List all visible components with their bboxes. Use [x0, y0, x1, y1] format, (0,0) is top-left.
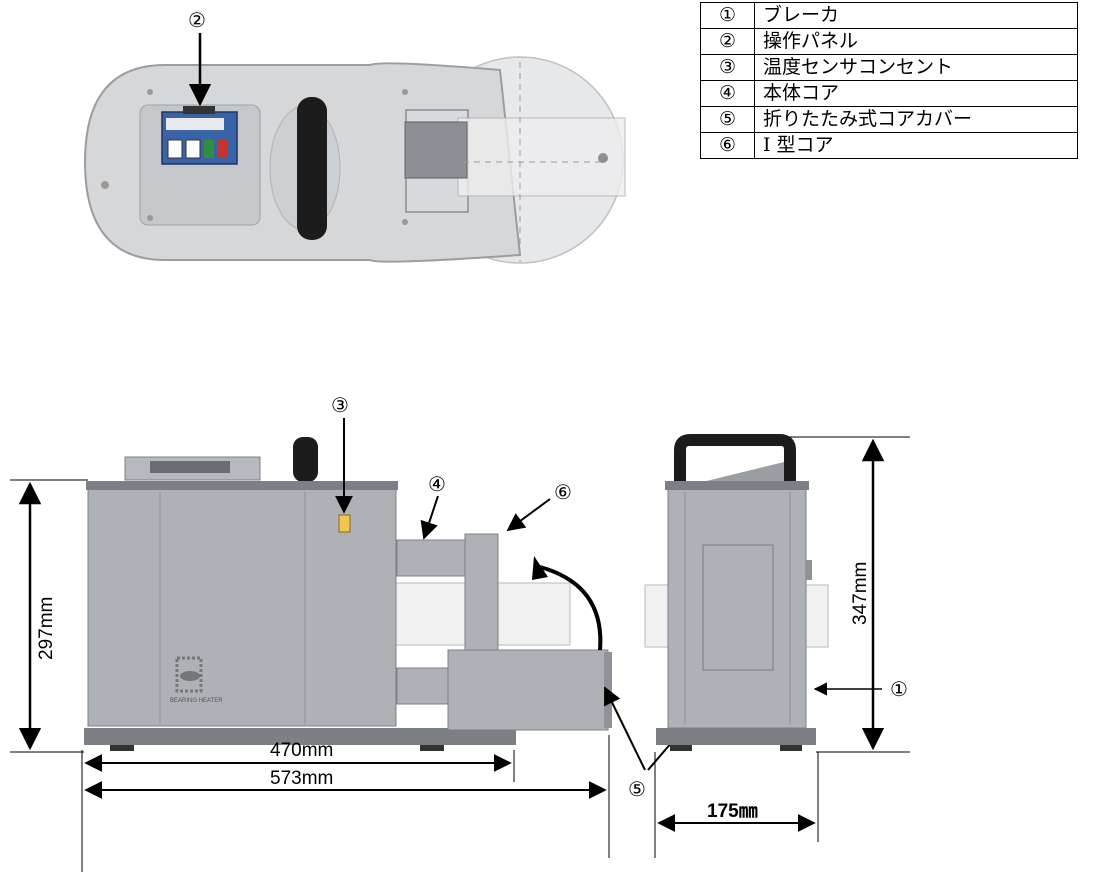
callout-1: ①	[890, 677, 908, 701]
control-panel	[161, 106, 238, 165]
i-core	[464, 533, 499, 655]
dim-depth: 175㎜	[707, 801, 758, 822]
front-view: BEARING HEATER ③ ④ ⑥ ⑤	[84, 393, 729, 801]
callout-4: ④	[428, 472, 446, 496]
callout-5: ⑤	[628, 777, 646, 801]
top-view: ②	[83, 8, 626, 264]
top-handle	[297, 97, 327, 240]
side-body	[667, 483, 807, 729]
callout-2: ②	[188, 8, 206, 32]
main-core	[396, 539, 466, 577]
dim-width-470: 470mm	[270, 740, 333, 761]
dim-width-573: 573mm	[270, 768, 333, 789]
svg-text:BEARING HEATER: BEARING HEATER	[170, 698, 223, 704]
dim-height-side: 347mm	[850, 562, 871, 625]
dimension-lines: 297mm 347mm 470mm 573mm 175㎜	[10, 436, 910, 872]
sensor-socket	[338, 514, 351, 533]
bearing-heater-logo: BEARING HEATER	[170, 656, 223, 704]
callout-6: ⑥	[554, 480, 572, 504]
side-view: ①	[644, 434, 908, 751]
dim-height-front: 297mm	[36, 597, 57, 660]
callout-3: ③	[331, 393, 349, 417]
folding-core-cover	[447, 649, 609, 731]
